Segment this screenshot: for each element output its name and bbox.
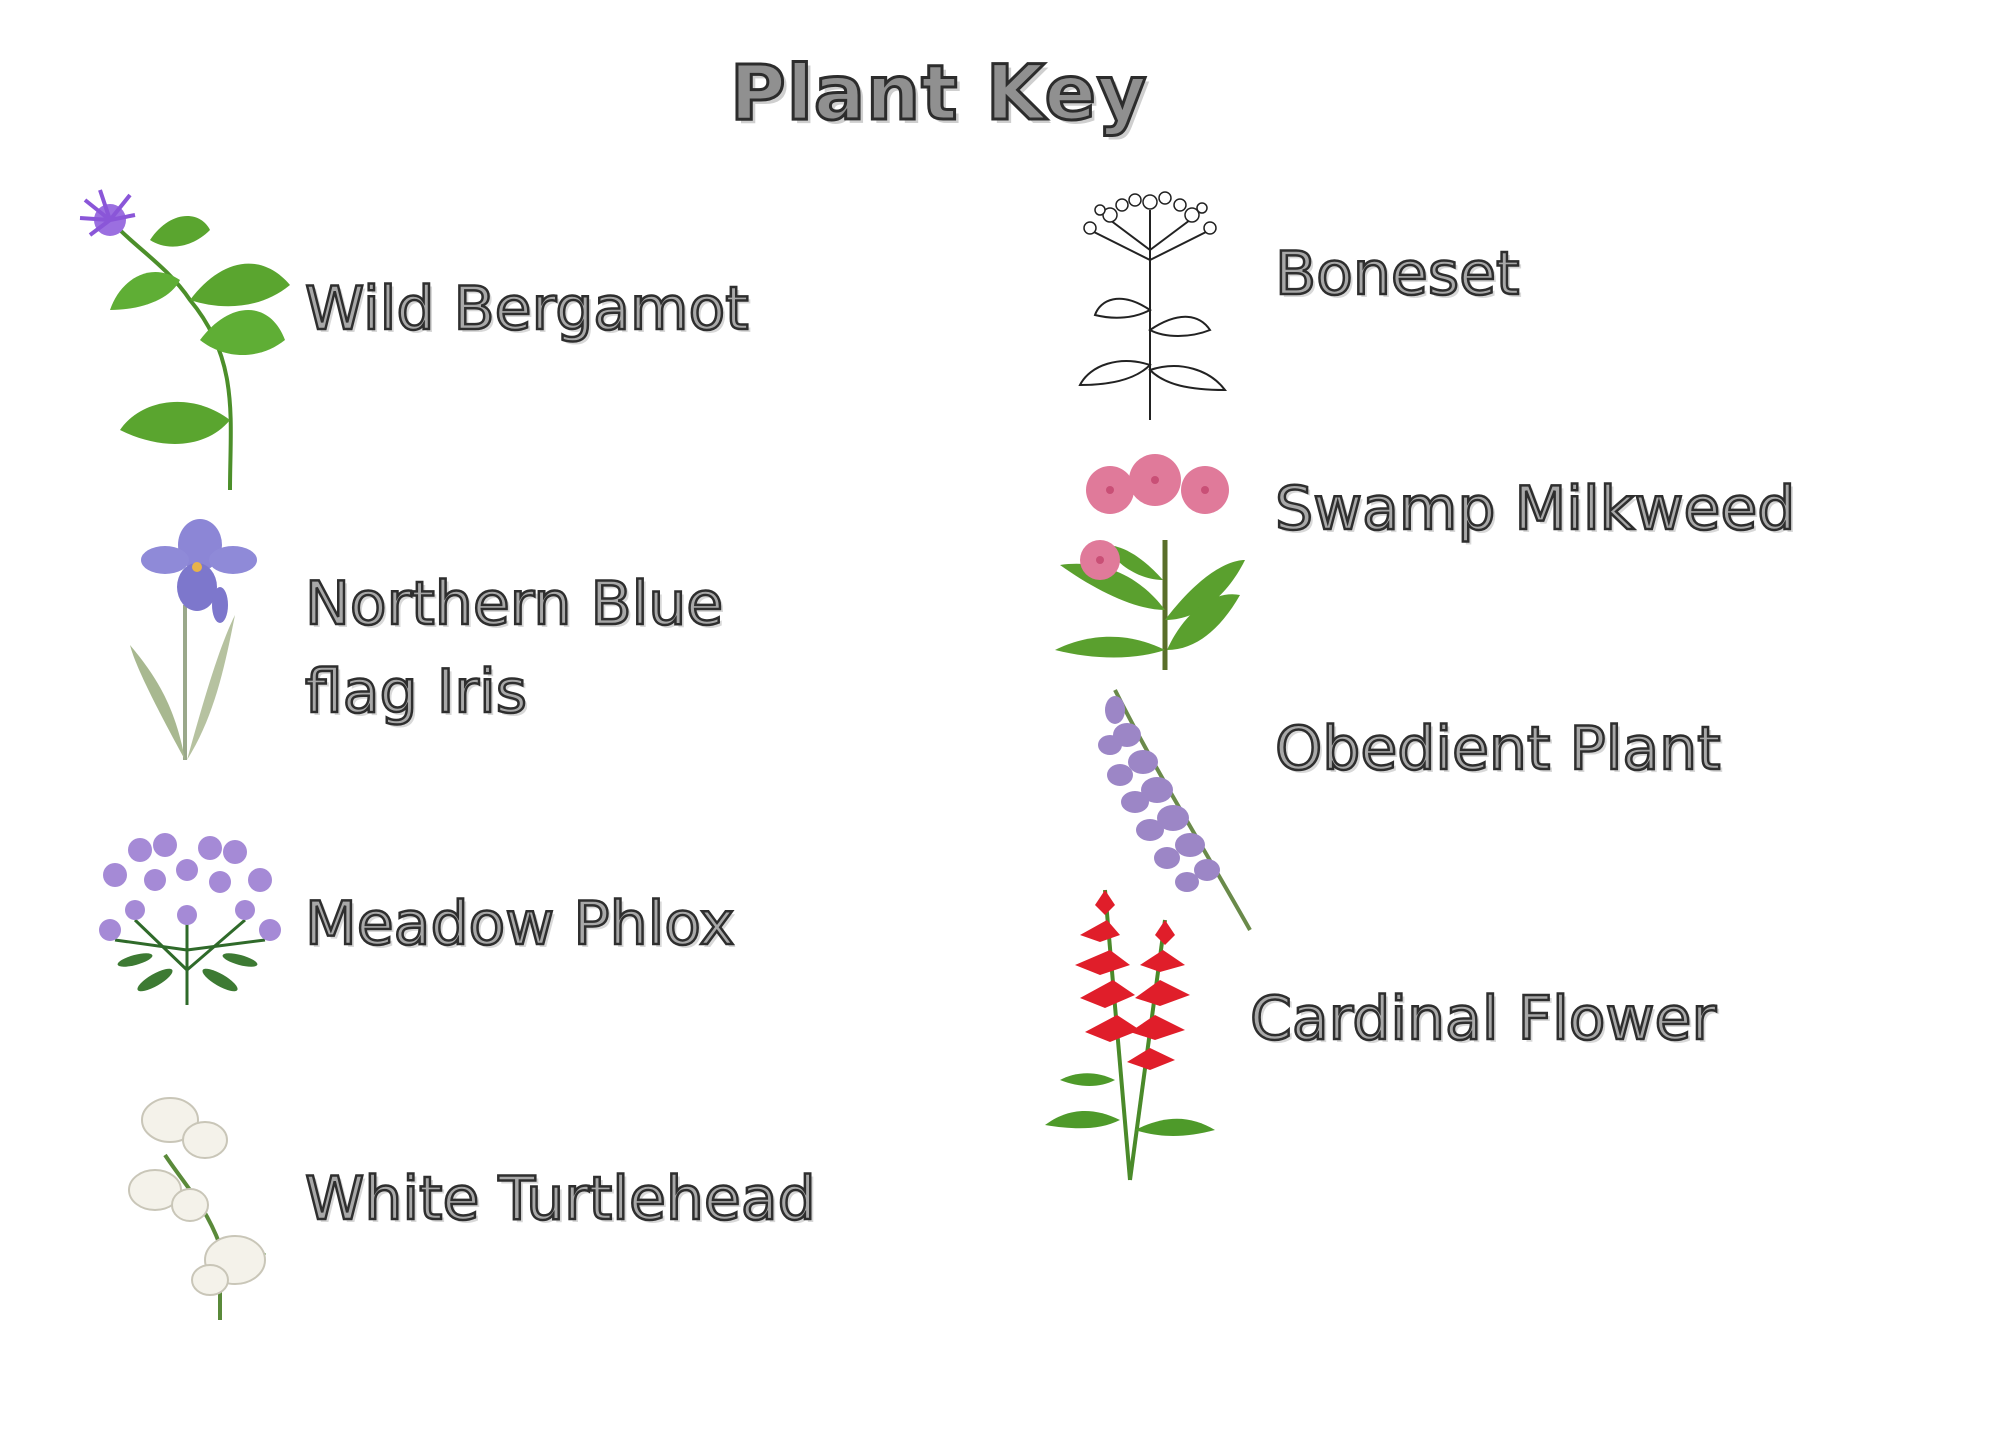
page-title: Plant Key: [729, 47, 1149, 139]
boneset-icon: [1070, 190, 1228, 420]
plant-label-white-turtlehead: White Turtlehead: [304, 1163, 817, 1236]
plant-label-meadow-phlox: Meadow Phlox: [304, 888, 736, 961]
cardinal-flower-icon: [1045, 880, 1215, 1181]
plant-label-wild-bergamot: Wild Bergamot: [304, 273, 750, 346]
plant-label-obedient-plant: Obedient Plant: [1274, 713, 1722, 786]
plant-label-iris-line1: Northern Blue: [304, 568, 725, 641]
plant-label-iris-line2: flag Iris: [304, 656, 529, 729]
obedient-plant-icon: [1095, 689, 1265, 931]
plant-label-swamp-milkweed: Swamp Milkweed: [1274, 473, 1797, 546]
wild-bergamot-icon: [79, 189, 290, 500]
plant-label-boneset: Boneset: [1274, 238, 1521, 311]
iris-icon: [125, 515, 257, 760]
plant-label-iris: Northern Blue flag Iris: [304, 560, 725, 736]
plant-label-cardinal-flower: Cardinal Flower: [1249, 983, 1718, 1056]
turtlehead-icon: [125, 1095, 275, 1320]
milkweed-icon: [1055, 450, 1245, 670]
phlox-icon: [95, 830, 281, 1010]
